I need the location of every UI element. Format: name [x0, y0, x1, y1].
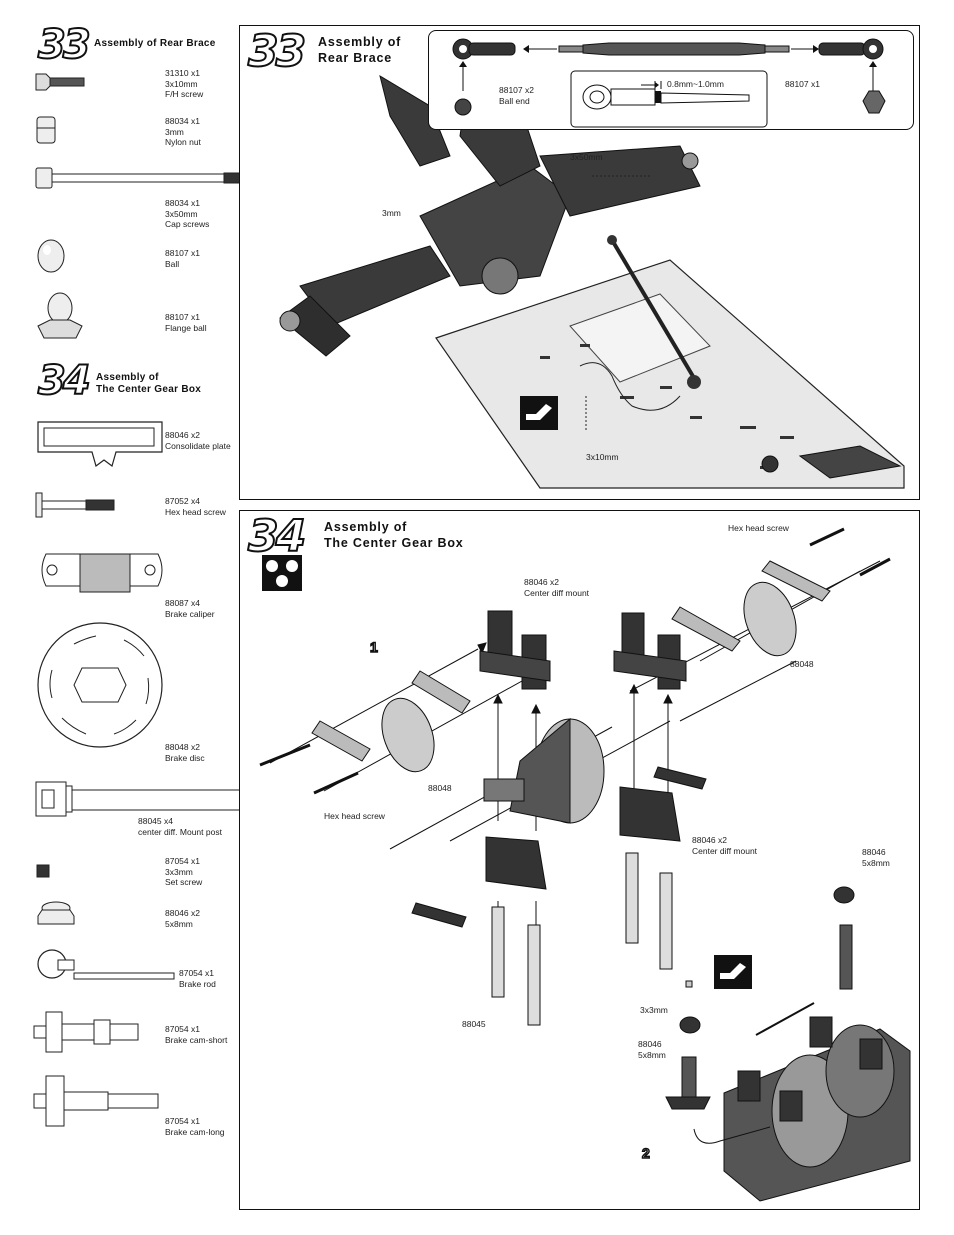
part-set-screw-label: 87054 x1 3x3mm Set screw [165, 856, 203, 887]
step-33-number: 33 [37, 21, 92, 69]
part-brake-cam-short-label: 87054 x1 Brake cam-short [165, 1024, 228, 1045]
assembly-order-icon [262, 555, 302, 591]
consolidate-plate-icon [37, 421, 163, 468]
part-brake-cam-long-label: 87054 x1 Brake cam-long [165, 1116, 225, 1137]
flange-ball-icon [37, 292, 83, 339]
part-nylon-nut-label: 88034 x1 3mm Nylon nut [165, 116, 201, 147]
brake-rod-icon [37, 949, 175, 980]
nylon-nut-icon [36, 116, 56, 144]
part-consolidate-plate-label: 88046 x2 Consolidate plate [165, 430, 231, 451]
callout-hex-screw-bottom: Hex head screw [324, 811, 385, 821]
brake-cam-short-icon [33, 1011, 139, 1053]
callout-center-diff-mount-bottom: 88046 x2 Center diff mount [692, 835, 758, 856]
inset-gap-label: 0.8mm~1.0mm [667, 79, 724, 89]
part-brake-disc-label: 88048 x2 Brake disc [165, 742, 205, 763]
callout-brake-disc-right: 88048 [790, 659, 814, 669]
part-hex-screw-label: 87052 x4 Hex head screw [165, 496, 226, 517]
part-flange-ball-label: 88107 x1 Flange ball [165, 312, 207, 333]
brake-caliper-icon [41, 553, 163, 593]
callout-bushing-bottom: 88046 5x8mm [638, 1039, 666, 1060]
set-screw-icon [36, 864, 50, 878]
step-33-title: Assembly of Rear Brace [94, 38, 216, 49]
callout-bushing-top: 88046 5x8mm [862, 847, 890, 868]
callout-brake-disc-left: 88048 [428, 783, 452, 793]
turnbuckle-inset: 88107 x2 Ball end 0.8mm~1.0mm 88107 x1 [428, 30, 914, 130]
part-brake-rod-label: 87054 x1 Brake rod [179, 968, 216, 989]
callout-3x10mm: 3x10mm [586, 452, 619, 462]
inset-left-ball-end-label: 88107 x2 Ball end [499, 85, 534, 106]
brake-disc-icon [37, 622, 163, 748]
center-gearbox-exploded-illustration [259, 527, 911, 1202]
panel-33-number: 33 [247, 25, 307, 78]
sub-step-1: 1 [369, 638, 378, 656]
part-cap-screw-label: 88034 x1 3x50mm Cap screws [165, 198, 210, 229]
sub-step-2: 2 [641, 1144, 650, 1162]
callout-3mm-nut: 3mm [382, 208, 401, 218]
callout-mount-post: 88045 [462, 1019, 486, 1029]
part-ball-label: 88107 x1 Ball [165, 248, 200, 269]
ball-icon [37, 239, 65, 273]
callout-set-screw: 3x3mm [640, 1005, 668, 1015]
callout-hex-screw-top: Hex head screw [728, 523, 789, 533]
turnbuckle-inset-drawing [452, 38, 886, 128]
bushing-icon [37, 901, 75, 925]
mount-post-icon [35, 781, 253, 817]
inset-right-ball-end-label: 88107 x1 [785, 79, 820, 89]
hex-head-screw-icon [35, 492, 115, 518]
part-bushing-label: 88046 x2 5x8mm [165, 908, 200, 929]
brake-cam-long-icon [33, 1075, 159, 1127]
callout-3x50mm: 3x50mm [570, 152, 603, 162]
fh-screw-icon [35, 73, 85, 91]
part-mount-post-label: 88045 x4 center diff. Mount post [138, 816, 222, 837]
part-brake-caliper-label: 88087 x4 Brake caliper [165, 598, 215, 619]
panel-34-number: 34 [247, 510, 307, 563]
part-fh-screw-label: 31310 x1 3x10mm F/H screw [165, 68, 204, 99]
callout-center-diff-mount-top: 88046 x2 Center diff mount [524, 577, 590, 598]
step-34-number: 34 [37, 357, 92, 405]
